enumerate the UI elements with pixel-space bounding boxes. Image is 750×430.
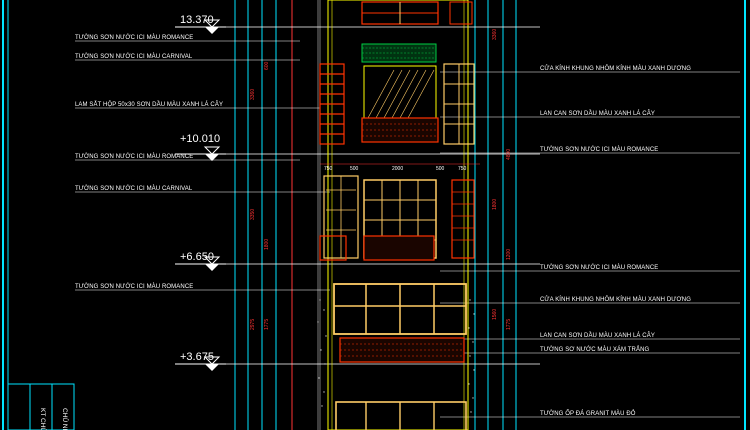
dim-label: 500 xyxy=(350,166,359,172)
level-label: +3.675 xyxy=(180,351,214,363)
level-lines xyxy=(180,26,540,365)
annotation-right: CỬA KÍNH KHUNG NHÔM KÍNH MÀU XANH DƯƠNG xyxy=(540,65,691,72)
dim-label: 750 xyxy=(458,166,467,172)
building-facade xyxy=(317,0,475,430)
dim-label: 600 xyxy=(264,61,270,70)
level-marker-2: +10.010 xyxy=(175,133,226,161)
title-block: KT CHỦ TRÌ CHỦ NHIỆM xyxy=(7,383,75,430)
annotation-right: TƯỜNG ỐP ĐÁ GRANIT MÀU ĐỎ xyxy=(540,410,636,417)
dim-label: 1800 xyxy=(492,199,498,210)
annotation-right: CỬA KÍNH KHUNG NHÔM KÍNH MÀU XANH DƯƠNG xyxy=(540,296,691,303)
annotation-left: TƯỜNG SƠN NƯỚC ICI MÀU ROMANCE xyxy=(75,153,193,160)
dim-label: 2000 xyxy=(392,166,403,172)
level-label: +6.650 xyxy=(180,251,214,263)
dim-label: 1560 xyxy=(492,309,498,320)
annotation-left: LAM SẮT HỘP 50x30 SƠN DẦU MÀU XANH LÁ CÂ… xyxy=(75,100,223,108)
annotation-left: TƯỜNG SƠN NƯỚC ICI MÀU CARNIVAL xyxy=(75,53,193,60)
left-annotations: TƯỜNG SƠN NƯỚC ICI MÀU ROMANCE TƯỜNG SƠN… xyxy=(75,34,330,291)
title-block-label-1: KT CHỦ TRÌ xyxy=(39,408,48,430)
annotation-right: TƯỜNG SƠ NƯỚC MÀU XÁM TRẮNG xyxy=(540,345,650,353)
dim-label: 500 xyxy=(436,166,445,172)
right-vertical-dims: 3360 1800 1560 4800 1200 1775 xyxy=(492,29,512,330)
dim-label: 2975 xyxy=(250,319,256,330)
annotation-right: LAN CAN SƠN DẦU MÀU XANH LÁ CÂY xyxy=(540,110,655,117)
dim-label: 4800 xyxy=(506,149,512,160)
level-marker-4: +3.675 xyxy=(175,351,226,371)
dim-label: 1775 xyxy=(264,319,270,330)
dim-label: 3360 xyxy=(250,89,256,100)
annotation-right: TƯỜNG SƠN NƯỚC ICI MÀU ROMANCE xyxy=(540,264,658,271)
level-label: 13.370 xyxy=(180,14,214,26)
title-block-label-2: CHỦ NHIỆM xyxy=(61,408,70,430)
dim-label: 1800 xyxy=(264,239,270,250)
dim-label: 1775 xyxy=(506,319,512,330)
annotation-right: TƯỜNG SƠN NƯỚC ICI MÀU ROMANCE xyxy=(540,146,658,153)
vertical-grid-lines xyxy=(234,0,517,430)
annotation-right: LAN CAN SƠN DẦU MÀU XANH LÁ CÂY xyxy=(540,332,655,339)
right-annotations: CỬA KÍNH KHUNG NHÔM KÍNH MÀU XANH DƯƠNG … xyxy=(440,65,740,418)
annotation-left: TƯỜNG SƠN NƯỚC ICI MÀU ROMANCE xyxy=(75,34,193,41)
level-marker-3: +6.650 xyxy=(175,251,226,271)
dim-label: 3360 xyxy=(492,29,498,40)
level-marker-1: 13.370 xyxy=(175,14,226,34)
annotation-left: TƯỜNG SƠN NƯỚC ICI MÀU ROMANCE xyxy=(75,283,193,290)
dim-label: 1200 xyxy=(506,249,512,260)
top-dimension-string: 750 500 2000 500 750 xyxy=(320,163,480,172)
level-label: +10.010 xyxy=(180,133,220,145)
dim-label: 3350 xyxy=(250,209,256,220)
annotation-left: TƯỜNG SƠN NƯỚC ICI MÀU CARNIVAL xyxy=(75,185,193,192)
dim-label: 750 xyxy=(324,166,333,172)
left-vertical-dims: 3360 3350 2975 1775 600 1800 xyxy=(250,61,270,330)
